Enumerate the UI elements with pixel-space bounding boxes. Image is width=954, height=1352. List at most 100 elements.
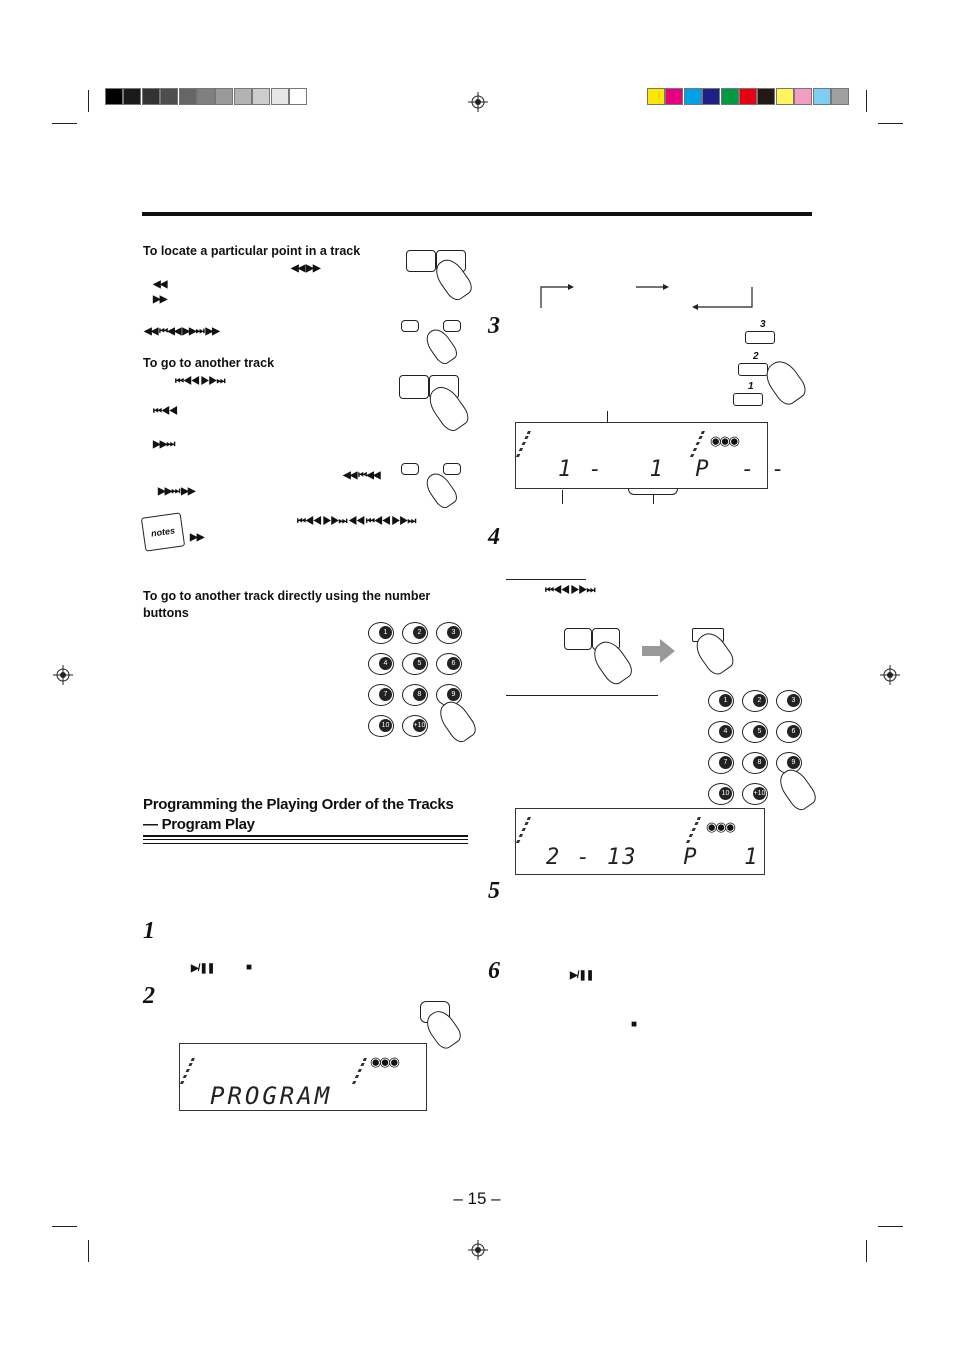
step-number: 4 xyxy=(488,524,500,550)
number-button: 10 xyxy=(368,715,394,737)
page-number: – 15 – xyxy=(453,1189,501,1208)
number-button-label: 9 xyxy=(447,688,460,701)
color-swatch xyxy=(647,88,665,105)
number-button: 10 xyxy=(708,783,734,805)
color-swatch xyxy=(178,88,197,105)
number-button-label: 2 xyxy=(753,694,766,707)
number-button: 5 xyxy=(742,721,768,743)
number-button-label: 7 xyxy=(379,688,392,701)
disc-button xyxy=(745,331,775,344)
remote-prev-button-illustration xyxy=(401,463,419,475)
prev-next-symbols: ⏮◀◀ ▶▶⏭ xyxy=(545,585,595,596)
rew-symbol: ◀◀ xyxy=(153,279,167,290)
registration-target-icon xyxy=(468,1240,488,1260)
number-button-label: 2 xyxy=(413,626,426,639)
color-swatch xyxy=(794,88,813,105)
crop-mark xyxy=(878,123,903,124)
number-button-label: 6 xyxy=(447,657,460,670)
subheading-underline xyxy=(506,579,586,580)
finger-icon xyxy=(421,468,461,512)
heading-another-track: To go to another track xyxy=(143,356,275,370)
color-swatch xyxy=(775,88,794,105)
number-button-label: 8 xyxy=(413,688,426,701)
play-pause-symbol: ▶/❚❚ xyxy=(191,963,215,974)
registration-target-icon xyxy=(53,665,73,685)
disc-button-label: 2 xyxy=(753,351,759,362)
color-swatch xyxy=(757,88,776,105)
notes-icon: notes xyxy=(140,512,186,552)
prev-next-symbols: ⏮◀◀ ▶▶⏭ xyxy=(175,376,225,387)
subheading-underline xyxy=(506,695,658,696)
number-button-label: 10 xyxy=(379,719,392,732)
finger-icon xyxy=(760,355,810,409)
color-swatch xyxy=(270,88,289,105)
color-swatch xyxy=(252,88,271,105)
number-button: 8 xyxy=(402,684,428,706)
number-button-label: 3 xyxy=(447,626,460,639)
section-title: Programming the Playing Order of the Tra… xyxy=(143,795,454,835)
step-number: 2 xyxy=(143,983,155,1009)
fwd-symbol: ▶▶ xyxy=(153,294,167,305)
section-title-line2: — Program Play xyxy=(143,816,255,833)
lcd-text: 2 - 13 P 1 xyxy=(546,845,760,870)
disc-button-label: 1 xyxy=(748,381,754,392)
section-rule xyxy=(143,835,468,837)
section-rule xyxy=(143,839,468,840)
number-button-label: +10 xyxy=(413,719,426,732)
heading-direct-number: To go to another track directly using th… xyxy=(143,589,431,620)
level-bars-icon xyxy=(515,817,542,843)
number-button: 9 xyxy=(436,684,462,706)
number-button: +10 xyxy=(402,715,428,737)
flow-diagram xyxy=(540,284,753,310)
level-bars-icon xyxy=(179,1058,206,1084)
number-button: 2 xyxy=(402,622,428,644)
number-button-label: 9 xyxy=(787,756,800,769)
color-swatch xyxy=(683,88,702,105)
number-button: 6 xyxy=(436,653,462,675)
color-swatch xyxy=(123,88,142,105)
callout-line xyxy=(653,494,654,504)
crop-mark xyxy=(52,123,77,124)
color-swatch xyxy=(105,88,123,105)
stop-symbol: ■ xyxy=(246,962,252,973)
disc-button xyxy=(738,363,768,376)
lcd-display-step4: ◉◉◉ 2 - 13 P 1 xyxy=(515,808,765,875)
crop-mark xyxy=(88,90,89,112)
step-number: 1 xyxy=(143,918,155,944)
crop-mark xyxy=(866,90,867,112)
number-button: 3 xyxy=(436,622,462,644)
crop-mark xyxy=(88,1240,89,1262)
lcd-display-step3: ◉◉◉ 1 - 1 P - - xyxy=(515,422,785,489)
color-swatch xyxy=(812,88,831,105)
arrow-right-icon xyxy=(642,639,675,663)
number-button-label: 7 xyxy=(719,756,732,769)
skip-symbols: ◀◀ ⏮◀◀ ▶▶⏭ ▶▶ xyxy=(144,326,220,337)
color-swatch xyxy=(739,88,757,105)
lcd-display-program: ◉◉◉ PROGRAM xyxy=(179,1043,427,1111)
heading-locate-point: To locate a particular point in a track xyxy=(143,244,361,258)
disc-indicator-icons: ◉◉◉ xyxy=(370,1054,400,1069)
color-swatch xyxy=(720,88,739,105)
disc-button-label: 3 xyxy=(760,319,766,330)
step-number: 3 xyxy=(488,313,500,339)
disc-button xyxy=(733,393,763,406)
next-fwd-symbols: ▶▶⏭ ▶▶ xyxy=(158,486,196,497)
number-button-label: 4 xyxy=(379,657,392,670)
number-button-label: +10 xyxy=(753,787,766,800)
color-swatch xyxy=(141,88,160,105)
remote-prev-button-illustration xyxy=(401,320,419,332)
number-button-label: 1 xyxy=(719,694,732,707)
registration-target-icon xyxy=(468,92,488,112)
remote-next-button-illustration xyxy=(443,463,461,475)
remote-next-button-illustration xyxy=(443,320,461,332)
prev-button-illustration xyxy=(564,628,592,650)
stop-symbol: ■ xyxy=(631,1019,637,1030)
level-bars-icon xyxy=(515,431,542,457)
number-button: 4 xyxy=(708,721,734,743)
number-button: +10 xyxy=(742,783,768,805)
section-title-line1: Programming the Playing Order of the Tra… xyxy=(143,796,454,813)
lcd-text: PROGRAM xyxy=(210,1082,333,1110)
color-swatch xyxy=(215,88,234,105)
play-pause-symbol: ▶/❚❚ xyxy=(570,970,594,981)
color-swatch xyxy=(702,88,721,105)
